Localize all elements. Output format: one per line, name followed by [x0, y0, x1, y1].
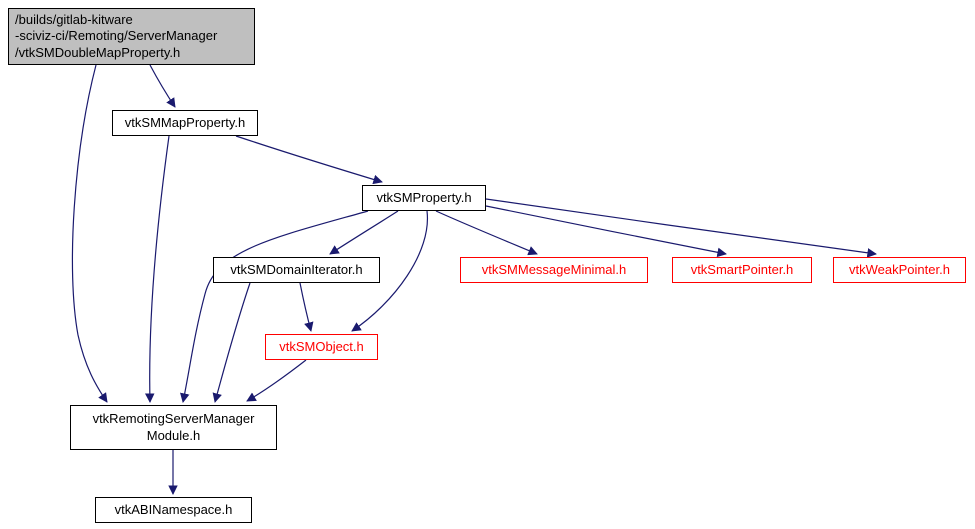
graph-node-domiter[interactable]: vtkSMDomainIterator.h — [213, 257, 380, 283]
edge-prop-to-smartptr — [485, 205, 727, 258]
node-label: vtkABINamespace.h — [114, 501, 233, 517]
edge-domiter-to-module — [212, 282, 251, 403]
edge-prop-to-domiter — [329, 210, 399, 255]
edge-map-to-prop — [235, 135, 383, 185]
node-label: vtkSMObject.h — [279, 338, 364, 354]
graph-node-root: /builds/gitlab-kitware-sciviz-ci/Remotin… — [8, 8, 255, 65]
node-label: vtkSMMapProperty.h — [124, 114, 246, 130]
node-label: vtkSMProperty.h — [376, 189, 472, 205]
edge-prop-to-weakptr — [485, 198, 877, 258]
edge-root-to-module — [71, 64, 108, 403]
node-label: vtkSmartPointer.h — [690, 261, 794, 277]
graph-node-msgmin[interactable]: vtkSMMessageMinimal.h — [460, 257, 648, 283]
graph-node-smobject[interactable]: vtkSMObject.h — [265, 334, 378, 360]
node-label: vtkSMMessageMinimal.h — [481, 261, 627, 277]
node-label: vtkWeakPointer.h — [849, 261, 950, 277]
graph-node-abi[interactable]: vtkABINamespace.h — [95, 497, 252, 523]
edge-prop-to-msgmin — [435, 210, 538, 256]
node-label: -sciviz-ci/Remoting/ServerManager — [15, 28, 218, 44]
edge-domiter-to-smobject — [299, 282, 314, 332]
node-label: /builds/gitlab-kitware — [15, 11, 133, 27]
graph-node-map[interactable]: vtkSMMapProperty.h — [112, 110, 258, 136]
graph-node-prop[interactable]: vtkSMProperty.h — [362, 185, 486, 211]
node-label: vtkRemotingServerManager — [92, 410, 255, 426]
node-label: /vtkSMDoubleMapProperty.h — [15, 44, 181, 60]
node-label: Module.h — [146, 427, 201, 443]
graph-node-smartptr[interactable]: vtkSmartPointer.h — [672, 257, 812, 283]
edge-prop-to-smobject — [351, 210, 429, 332]
edge-root-to-map — [149, 64, 176, 108]
graph-node-weakptr[interactable]: vtkWeakPointer.h — [833, 257, 966, 283]
edge-prop-to-module — [180, 210, 369, 403]
edge-map-to-module — [144, 135, 170, 403]
node-label: vtkSMDomainIterator.h — [230, 261, 363, 277]
edge-smobject-to-module — [246, 359, 307, 402]
